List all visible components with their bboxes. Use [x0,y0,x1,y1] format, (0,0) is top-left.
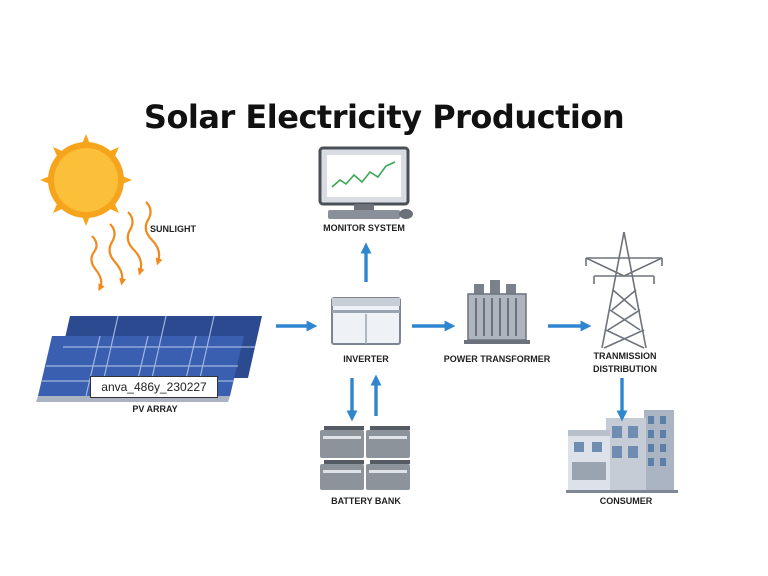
sunlight-rays [90,201,163,292]
monitor-icon [318,146,413,219]
label-sunlight: SUNLIGHT [150,224,196,234]
label-battery-bank: BATTERY BANK [331,496,401,506]
label-transmission: TRANMISSION [593,351,657,361]
diagram-title: Solar Electricity Production [143,98,625,136]
building-icon [566,410,678,493]
watermark-box: anva_486y_230227 [90,376,218,398]
label-consumer: CONSUMER [599,496,653,506]
transformer-icon [464,280,530,344]
label-inverter: INVERTER [343,354,389,364]
sun-icon [40,134,132,226]
battery-icon [320,426,410,490]
label-distribution: DISTRIBUTION [593,364,657,374]
label-power-transformer: POWER TRANSFORMER [443,354,551,364]
transmission-tower-icon [585,231,663,349]
label-monitor-system: MONITOR SYSTEM [323,223,405,233]
label-pv-array: PV ARRAY [132,404,178,414]
inverter-icon [331,297,401,345]
flow-arrows [276,242,628,422]
